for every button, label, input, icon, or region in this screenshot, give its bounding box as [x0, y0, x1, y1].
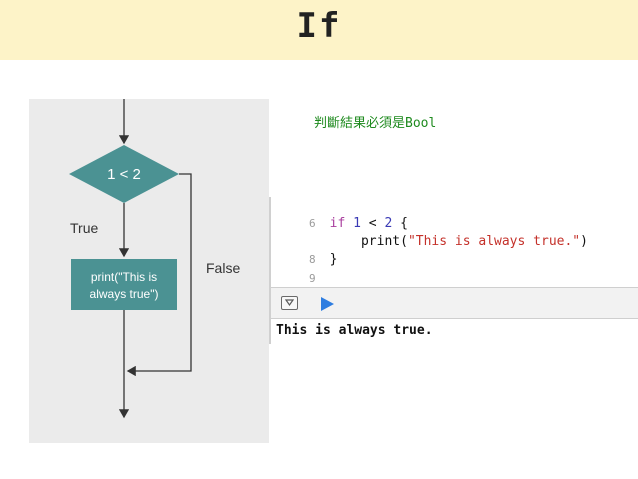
- close-brace: }: [329, 252, 338, 267]
- open-brace: {: [392, 216, 408, 231]
- code-line[interactable]: 8}: [275, 237, 337, 267]
- action-line-2: always true"): [90, 287, 159, 301]
- code-line[interactable]: print("This is always true."): [275, 219, 588, 249]
- function-call: print(: [360, 234, 408, 249]
- slide-title: If: [296, 6, 342, 46]
- false-path: [126, 173, 192, 377]
- decision-condition: 1 < 2: [107, 166, 141, 183]
- code-line[interactable]: 9: [275, 256, 330, 285]
- action-line-1: print("This is: [91, 270, 157, 284]
- line-number: 9: [309, 272, 316, 285]
- run-play-icon[interactable]: [319, 296, 335, 312]
- false-label: False: [206, 260, 240, 276]
- close-paren: ): [580, 234, 588, 249]
- action-box: [71, 259, 177, 310]
- code-line[interactable]: 10: [275, 275, 330, 287]
- string-literal: "This is always true.": [407, 234, 581, 249]
- number-literal: 1: [353, 216, 361, 231]
- number-literal: 2: [384, 216, 393, 231]
- debug-toolbar: [271, 287, 638, 319]
- keyword-if: if: [329, 216, 346, 231]
- note-text: 判斷結果必須是Bool: [314, 116, 437, 131]
- title-bar: [0, 0, 638, 60]
- flowchart: 1 < 2 True print("This is always true") …: [69, 99, 240, 419]
- hide-debug-area-icon[interactable]: [281, 296, 298, 310]
- line-number: 6: [309, 217, 316, 230]
- console-output: This is always true.: [276, 323, 433, 338]
- true-label: True: [70, 220, 98, 236]
- editor-border: [269, 197, 271, 344]
- operator: <: [360, 216, 385, 231]
- line-number: 8: [309, 253, 316, 266]
- code-line[interactable]: 6 if 1 < 2 {: [275, 201, 408, 231]
- decision-diamond: [69, 145, 179, 203]
